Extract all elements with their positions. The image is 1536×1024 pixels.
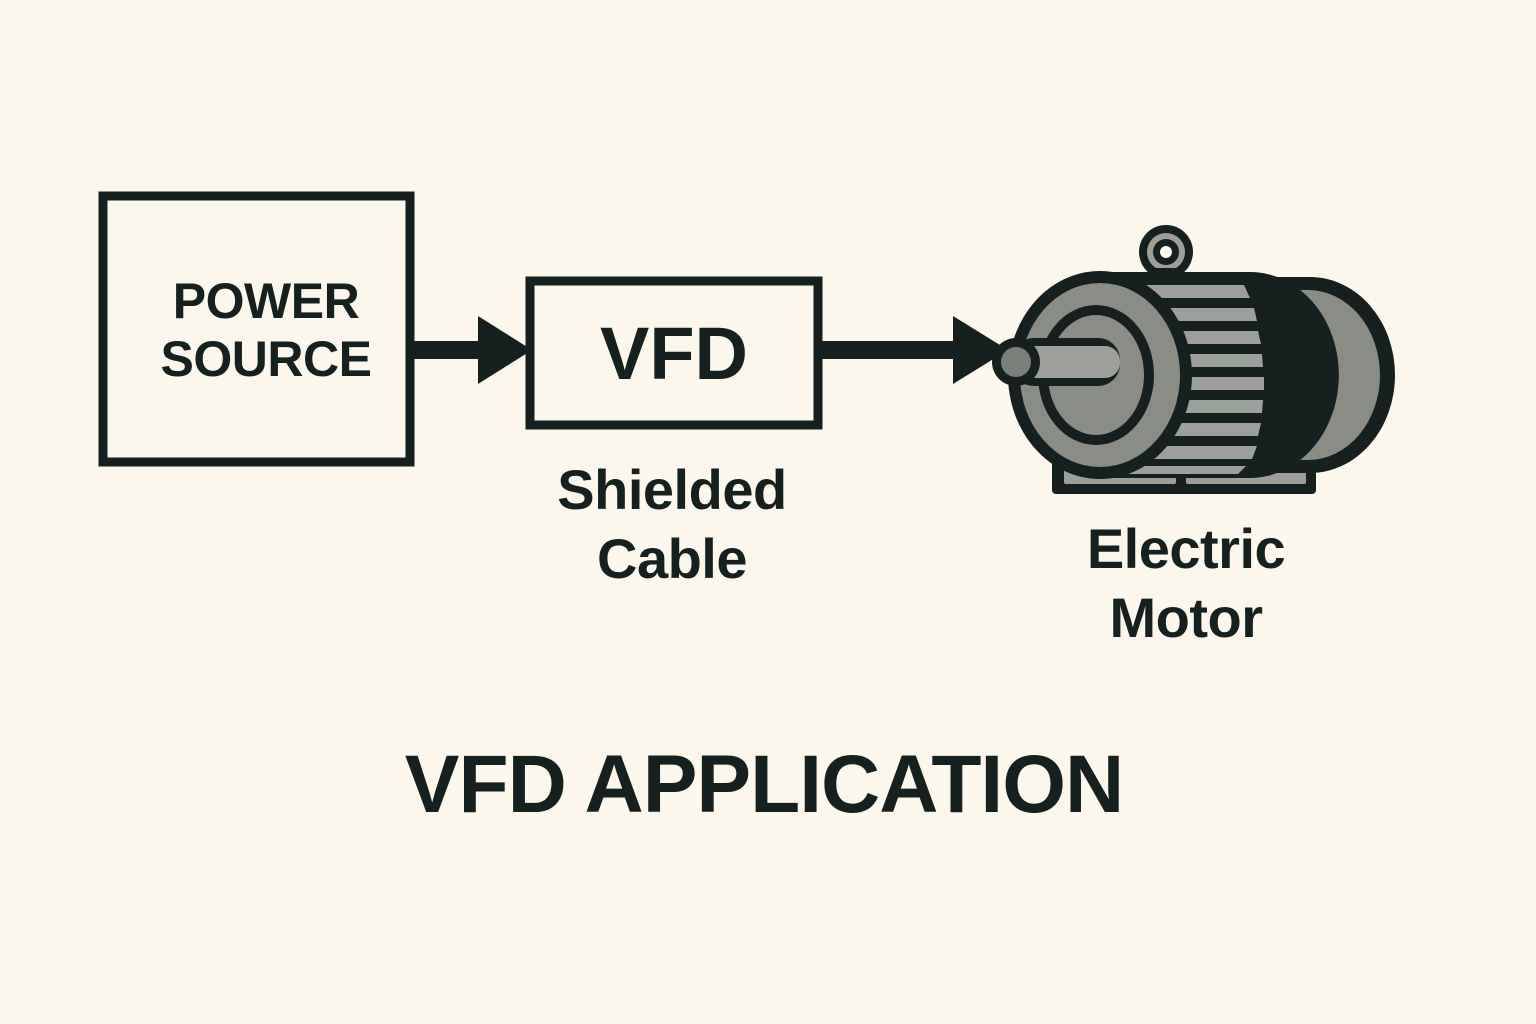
power-source-block[interactable]: POWER SOURCE bbox=[98, 191, 415, 467]
arrow-head bbox=[478, 316, 532, 384]
motor-drive-shaft bbox=[992, 338, 1120, 386]
electric-motor-line2: Motor bbox=[1109, 586, 1262, 649]
arrow-power-to-vfd bbox=[410, 316, 532, 384]
power-source-label-line1: POWER bbox=[173, 273, 360, 329]
eyelet-hole bbox=[1160, 246, 1172, 258]
electric-motor-line1: Electric bbox=[1087, 517, 1285, 580]
power-source-box bbox=[98, 191, 415, 467]
page-title: VFD APPLICATION bbox=[405, 739, 1123, 830]
rear-housing-body bbox=[1248, 290, 1380, 460]
electric-motor-caption: Electric Motor bbox=[1087, 517, 1286, 649]
vfd-block[interactable]: VFD bbox=[525, 276, 823, 430]
shielded-cable-line1: Shielded bbox=[557, 458, 786, 521]
arrow-shaft bbox=[818, 341, 962, 359]
vfd-label: VFD bbox=[600, 312, 748, 395]
shaft-body bbox=[1020, 346, 1120, 378]
shielded-cable-caption: Shielded Cable bbox=[557, 458, 787, 590]
vfd-box bbox=[525, 276, 823, 430]
shielded-cable-line2: Cable bbox=[597, 527, 747, 590]
power-source-label-line2: SOURCE bbox=[161, 331, 372, 387]
fin bbox=[1114, 466, 1246, 474]
arrow-shaft bbox=[410, 341, 486, 359]
electric-motor-illustration[interactable] bbox=[992, 225, 1395, 494]
motor-rear-housing bbox=[1240, 277, 1395, 473]
arrow-vfd-to-motor bbox=[818, 316, 1008, 384]
shaft-cap bbox=[1001, 347, 1031, 377]
arrow-head bbox=[953, 316, 1008, 384]
